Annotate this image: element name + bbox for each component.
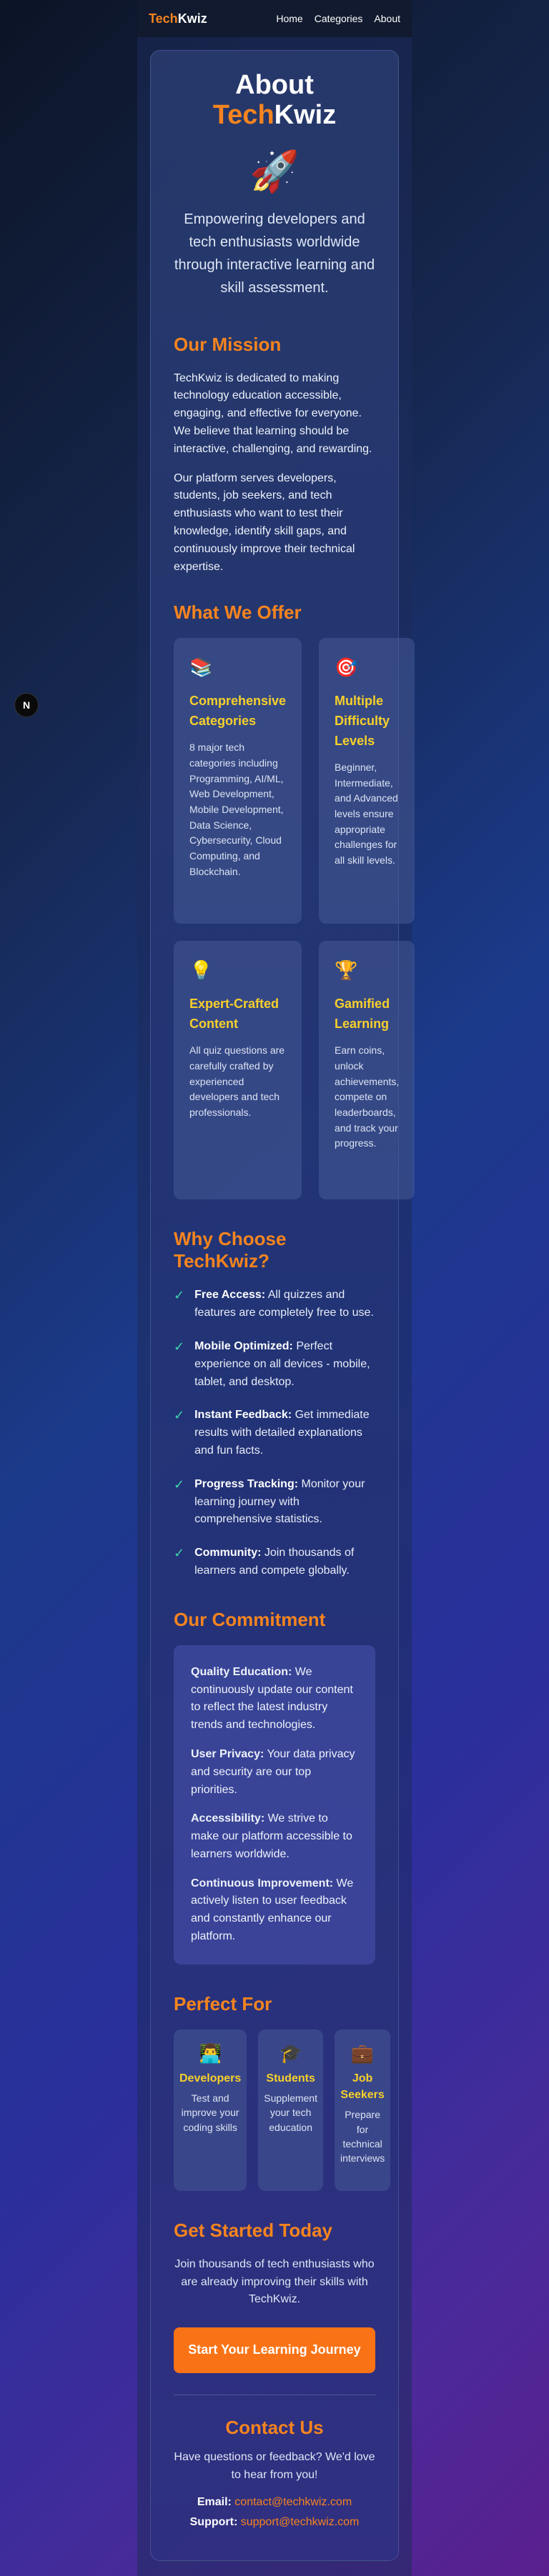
commitment-text: We strive to make our platform accessibl… bbox=[191, 1812, 352, 1860]
list-item: ✓ Instant Feedback: Get immediate results… bbox=[174, 1407, 375, 1459]
commitment-text: We continuously update our content to re… bbox=[191, 1665, 353, 1732]
title-about: About bbox=[235, 70, 314, 100]
audience-text: Test and improve your coding skills bbox=[181, 2092, 239, 2133]
developer-icon: 👨‍💻 bbox=[198, 2042, 222, 2064]
audience-card: 🎓 Students Supplement your tech educatio… bbox=[258, 2029, 323, 2191]
commitment-text: We actively listen to user feedback and … bbox=[191, 1877, 354, 1943]
support-row: Support: support@techkwiz.com bbox=[174, 2516, 375, 2529]
brand-part-kwiz: Kwiz bbox=[177, 11, 207, 26]
start-learning-button[interactable]: Start Your Learning Journey bbox=[174, 2327, 375, 2374]
support-label: Support: bbox=[189, 2515, 238, 2528]
commitment-item: User Privacy: Your data privacy and secu… bbox=[191, 1746, 358, 1799]
list-item: ✓ Community: Join thousands of learners a… bbox=[174, 1544, 375, 1580]
offer-text: All quiz questions are carefully crafted… bbox=[189, 1044, 285, 1118]
checkmark-icon: ✓ bbox=[174, 1288, 185, 1303]
brand-logo[interactable]: TechKwiz bbox=[149, 11, 207, 26]
nav-links: Home Categories About bbox=[276, 13, 400, 24]
mission-heading: Our Mission bbox=[174, 333, 282, 355]
graduation-cap-icon: 🎓 bbox=[279, 2042, 302, 2064]
target-icon: 🎯 bbox=[335, 657, 358, 679]
why-item-text: All quizzes and features are completely … bbox=[194, 1289, 374, 1319]
commitment-bold: Accessibility: bbox=[191, 1812, 265, 1825]
offer-text: Beginner, Intermediate, and Advanced lev… bbox=[335, 762, 398, 867]
why-item-bold: Instant Feedback: bbox=[194, 1409, 292, 1422]
contact-heading: Contact Us bbox=[225, 2417, 324, 2439]
why-item-bold: Free Access: bbox=[194, 1289, 266, 1302]
page-title: About TechKwiz bbox=[174, 70, 375, 131]
why-list: ✓ Free Access: All quizzes and features a… bbox=[174, 1287, 375, 1579]
mission-paragraph-1: TechKwiz is dedicated to making technolo… bbox=[174, 371, 372, 455]
commitment-heading: Our Commitment bbox=[174, 1608, 326, 1630]
audience-text: Supplement your tech education bbox=[264, 2092, 317, 2133]
get-started-text: Join thousands of tech enthusiasts who a… bbox=[174, 2257, 375, 2306]
why-item-text: Perfect experience on all devices - mobi… bbox=[194, 1339, 370, 1388]
commitment-item: Quality Education: We continuously updat… bbox=[191, 1664, 358, 1734]
perfect-for-heading: Perfect For bbox=[174, 1992, 272, 2015]
floating-n-badge[interactable]: N bbox=[14, 693, 39, 717]
email-label: Email: bbox=[197, 2495, 232, 2508]
trophy-icon: 🏆 bbox=[335, 959, 358, 982]
support-email-link[interactable]: support@techkwiz.com bbox=[240, 2515, 360, 2528]
why-heading: Why Choose TechKwiz? bbox=[174, 1228, 287, 1272]
audience-title: Students bbox=[266, 2072, 315, 2085]
checkmark-icon: ✓ bbox=[174, 1546, 185, 1561]
why-item-bold: Progress Tracking: bbox=[194, 1477, 299, 1490]
nav-link-categories[interactable]: Categories bbox=[314, 13, 363, 24]
rocket-icon: 🚀 bbox=[249, 148, 300, 194]
why-item-text: Join thousands of learners and compete g… bbox=[194, 1547, 355, 1577]
offer-card: 🏆 Gamified Learning Earn coins, unlock a… bbox=[319, 941, 415, 1200]
title-tech: Tech bbox=[212, 99, 274, 130]
perfect-for-grid: 👨‍💻 Developers Test and improve your cod… bbox=[174, 2029, 391, 2191]
commitment-item: Continuous Improvement: We actively list… bbox=[191, 1875, 358, 1946]
audience-title: Developers bbox=[179, 2072, 242, 2085]
checkmark-icon: ✓ bbox=[174, 1408, 185, 1423]
brand-part-tech: Tech bbox=[149, 11, 178, 26]
offer-card: 📚 Comprehensive Categories 8 major tech … bbox=[174, 638, 302, 924]
books-icon: 📚 bbox=[189, 657, 213, 679]
list-item: ✓ Progress Tracking: Monitor your learnin… bbox=[174, 1476, 375, 1529]
offer-title: Gamified Learning bbox=[335, 997, 390, 1032]
offer-card: 💡 Expert-Crafted Content All quiz questi… bbox=[174, 941, 302, 1200]
commitment-item: Accessibility: We strive to make our pla… bbox=[191, 1810, 358, 1863]
offer-title: Expert-Crafted Content bbox=[189, 997, 280, 1032]
offer-title: Comprehensive Categories bbox=[189, 694, 287, 729]
about-card: About TechKwiz 🚀 Empowering developers a… bbox=[150, 50, 415, 2561]
why-item-bold: Mobile Optimized: bbox=[194, 1339, 293, 1352]
nav-link-home[interactable]: Home bbox=[276, 13, 303, 24]
offer-title: Multiple Difficulty Levels bbox=[335, 694, 390, 749]
checkmark-icon: ✓ bbox=[174, 1477, 185, 1492]
nav-link-about[interactable]: About bbox=[374, 13, 400, 24]
offer-card: 🎯 Multiple Difficulty Levels Beginner, I… bbox=[319, 638, 415, 924]
briefcase-icon: 💼 bbox=[350, 2042, 375, 2064]
commitment-bold: Continuous Improvement: bbox=[191, 1877, 334, 1889]
hero-lead: Empowering developers and tech enthusias… bbox=[174, 211, 375, 296]
audience-title: Job Seekers bbox=[340, 2072, 385, 2102]
why-item-text: Monitor your learning journey with compr… bbox=[194, 1477, 365, 1526]
offer-text: Earn coins, unlock achievements, compete… bbox=[335, 1044, 400, 1149]
offer-text: 8 major tech categories including Progra… bbox=[189, 742, 284, 877]
checkmark-icon: ✓ bbox=[174, 1339, 185, 1354]
top-navbar: TechKwiz Home Categories About bbox=[137, 0, 412, 37]
offer-grid: 📚 Comprehensive Categories 8 major tech … bbox=[174, 638, 415, 1200]
lightbulb-icon: 💡 bbox=[189, 959, 213, 982]
commitment-text: Your data privacy and security are our t… bbox=[191, 1747, 355, 1796]
list-item: ✓ Mobile Optimized: Perfect experience on… bbox=[174, 1338, 375, 1391]
get-started-heading: Get Started Today bbox=[174, 2219, 333, 2241]
why-item-text: Get immediate results with detailed expl… bbox=[194, 1409, 370, 1457]
email-row: Email: contact@techkwiz.com bbox=[174, 2496, 375, 2509]
commitment-bold: Quality Education: bbox=[191, 1665, 292, 1678]
commitment-bold: User Privacy: bbox=[191, 1747, 264, 1760]
contact-text: Have questions or feedback? We'd love to… bbox=[174, 2451, 375, 2481]
audience-card: 💼 Job Seekers Prepare for technical inte… bbox=[334, 2029, 391, 2191]
commitment-box: Quality Education: We continuously updat… bbox=[174, 1644, 375, 1965]
why-item-bold: Community: bbox=[194, 1547, 262, 1559]
list-item: ✓ Free Access: All quizzes and features a… bbox=[174, 1287, 375, 1322]
mission-paragraph-2: Our platform serves developers, students… bbox=[174, 471, 355, 573]
audience-text: Prepare for technical interviews bbox=[340, 2109, 385, 2165]
offer-heading: What We Offer bbox=[174, 601, 302, 624]
audience-card: 👨‍💻 Developers Test and improve your cod… bbox=[174, 2029, 247, 2191]
title-kwiz: Kwiz bbox=[274, 99, 337, 130]
email-link[interactable]: contact@techkwiz.com bbox=[234, 2495, 352, 2508]
